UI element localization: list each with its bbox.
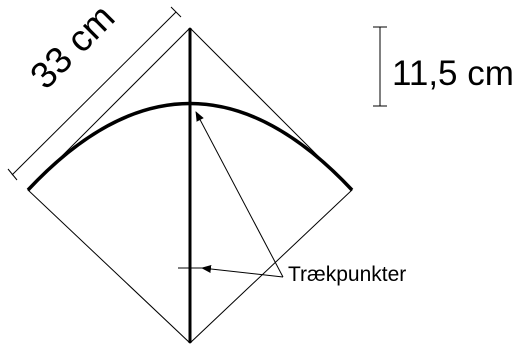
bow-height-dimension bbox=[373, 26, 387, 107]
tow-points-label: Trækpunkter bbox=[288, 263, 407, 286]
bow-height-label: 11,5 cm bbox=[392, 54, 514, 93]
tow-point-arrow-lower bbox=[201, 265, 284, 278]
side-length-dimension bbox=[7, 6, 182, 181]
kite-bow-spar bbox=[26, 101, 354, 192]
tow-point-arrow-upper bbox=[195, 111, 284, 278]
